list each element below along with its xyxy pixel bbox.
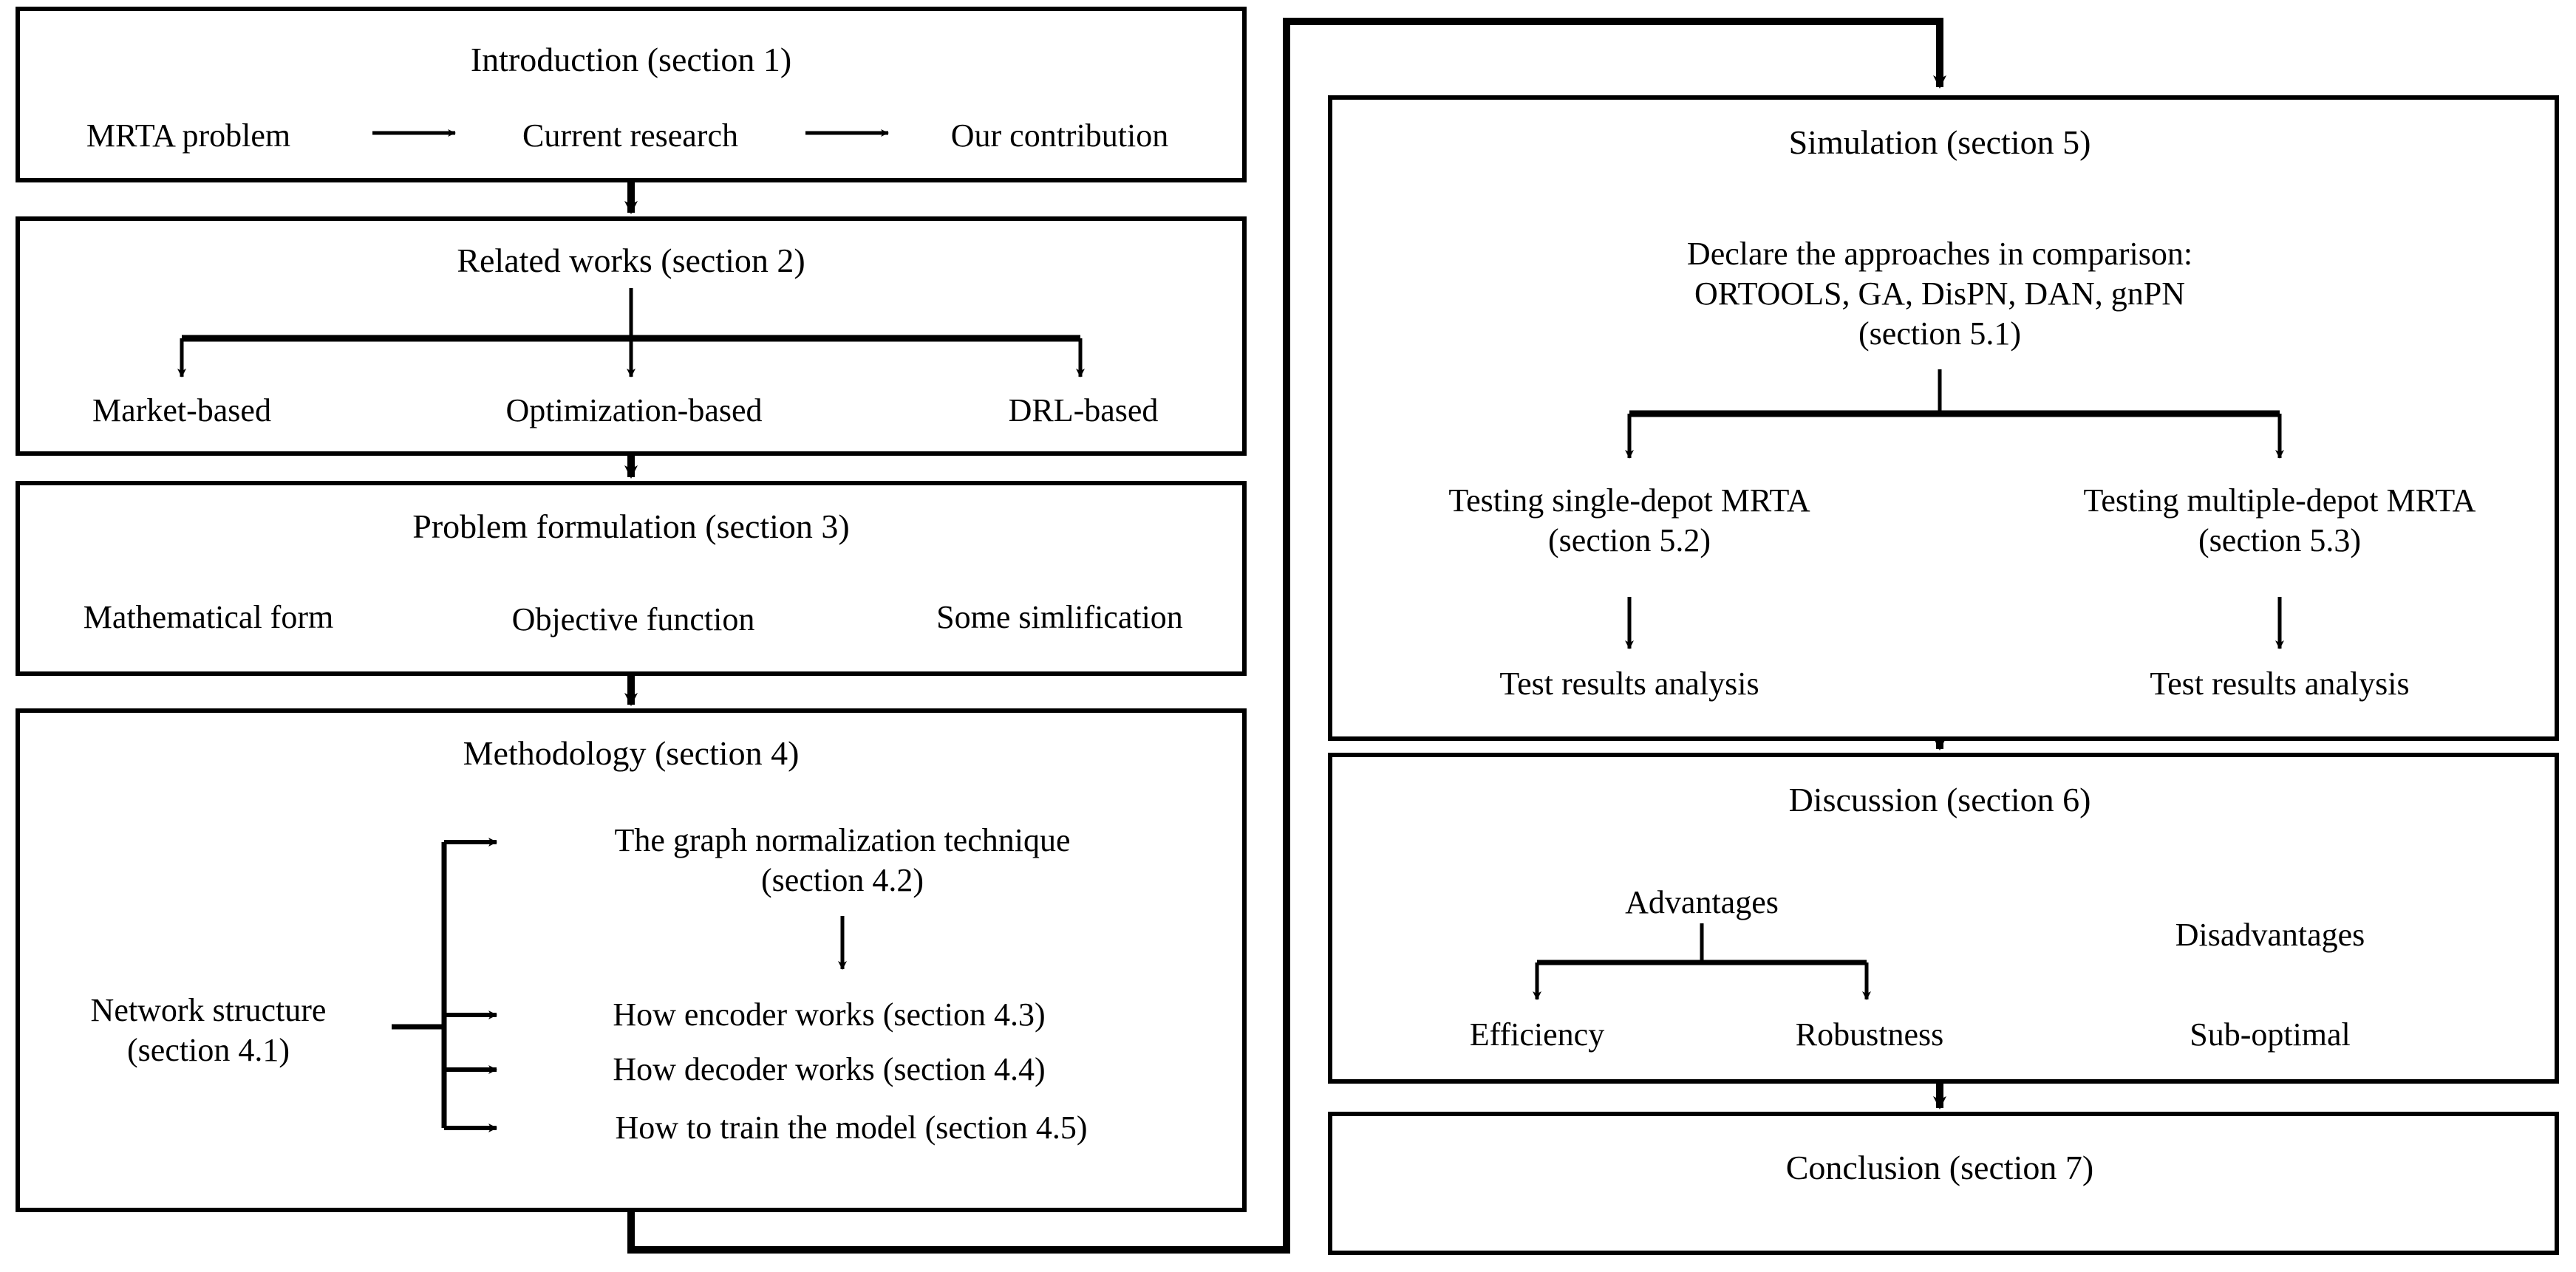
connector-methodology-to-simulation	[627, 18, 1946, 1254]
introduction-heading: Introduction (section 1)	[470, 41, 792, 78]
methodology-root-line2: (section 4.1)	[127, 1032, 290, 1068]
discussion-advantage-efficiency: Efficiency	[1469, 1016, 1605, 1053]
box-simulation	[1328, 95, 2559, 741]
methodology-branch-graph-normalization-line2: (section 4.2)	[761, 862, 924, 898]
problem-formulation-item-objective-function: Objective function	[511, 601, 755, 637]
simulation-left-branch-result: Test results analysis	[1499, 666, 1759, 702]
related-works-branch-drl-based: DRL-based	[1008, 392, 1159, 428]
simulation-left-branch-line2: (section 5.2)	[1548, 522, 1711, 558]
methodology-branch-decoder: How decoder works (section 4.4)	[613, 1051, 1046, 1087]
methodology-root-line1: Network structure	[90, 992, 327, 1028]
simulation-declare-line1: Declare the approaches in comparison:	[1686, 236, 2193, 272]
simulation-heading: Simulation (section 5)	[1788, 123, 2091, 161]
related-works-branch-market-based: Market-based	[92, 392, 271, 428]
methodology-heading: Methodology (section 4)	[463, 734, 800, 772]
problem-formulation-heading: Problem formulation (section 3)	[412, 507, 850, 545]
related-works-heading: Related works (section 2)	[457, 242, 805, 279]
methodology-branch-encoder: How encoder works (section 4.3)	[613, 996, 1046, 1033]
simulation-declare-line2: ORTOOLS, GA, DisPN, DAN, gnPN	[1694, 276, 2185, 312]
discussion-advantage-robustness: Robustness	[1795, 1016, 1944, 1053]
introduction-step-current-research: Current research	[522, 117, 738, 154]
methodology-branch-graph-normalization-line1: The graph normalization technique	[614, 822, 1071, 858]
discussion-disadvantages-label: Disadvantages	[2175, 917, 2365, 953]
box-conclusion	[1328, 1112, 2559, 1255]
discussion-disadvantage-sub-optimal: Sub-optimal	[2190, 1016, 2351, 1053]
related-works-branch-optimization-based: Optimization-based	[505, 392, 763, 428]
discussion-heading: Discussion (section 6)	[1788, 781, 2091, 818]
simulation-left-branch-line1: Testing single-depot MRTA	[1448, 482, 1810, 519]
simulation-right-branch-line2: (section 5.3)	[2198, 522, 2361, 558]
introduction-step-our-contribution: Our contribution	[950, 117, 1169, 154]
simulation-right-branch-result: Test results analysis	[2150, 666, 2410, 702]
problem-formulation-item-mathematical-form: Mathematical form	[83, 599, 334, 635]
conclusion-heading: Conclusion (section 7)	[1785, 1149, 2094, 1186]
problem-formulation-item-some-simlification: Some simlification	[936, 599, 1183, 635]
methodology-branch-train-model: How to train the model (section 4.5)	[615, 1109, 1088, 1146]
simulation-declare-line3: (section 5.1)	[1858, 315, 2021, 352]
simulation-right-branch-line1: Testing multiple-depot MRTA	[2083, 482, 2476, 519]
introduction-step-mrta-problem: MRTA problem	[86, 117, 291, 154]
discussion-advantages-label: Advantages	[1625, 884, 1779, 920]
